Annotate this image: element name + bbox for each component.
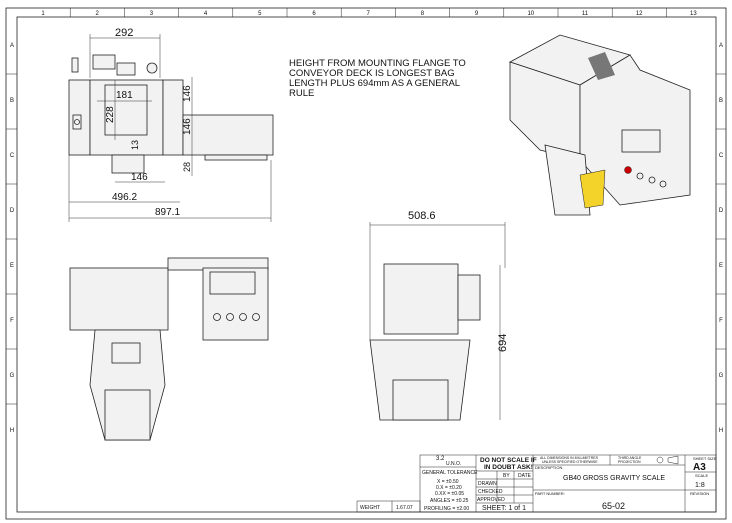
column-label: 12 — [636, 11, 643, 17]
svg-text:DO NOT SCALE IF: DO NOT SCALE IF — [480, 457, 537, 464]
dim-694: 694 — [497, 334, 509, 352]
weight-label: WEIGHT — [360, 505, 380, 511]
svg-text:ALL DIMENSIONS IN MILLIMETRES: ALL DIMENSIONS IN MILLIMETRES — [540, 456, 599, 460]
front-view — [69, 257, 269, 441]
top-view: 292 181 228 13 146 146 28 146 496.2 897.… — [68, 27, 274, 222]
svg-text:PROJECTION: PROJECTION — [618, 460, 641, 464]
row-label: F — [719, 318, 723, 324]
row-label: E — [719, 263, 723, 269]
svg-text:RULE: RULE — [289, 88, 314, 99]
row-label: A — [719, 43, 723, 49]
column-label: 2 — [96, 11, 100, 17]
column-label: 13 — [690, 11, 697, 17]
svg-text:1:8: 1:8 — [695, 482, 705, 489]
svg-text:UNLESS SPECIFIED OTHERWISE: UNLESS SPECIFIED OTHERWISE — [542, 460, 598, 464]
svg-text:SCALE: SCALE — [695, 473, 708, 478]
dim-13: 13 — [130, 140, 140, 150]
row-label: C — [719, 153, 724, 159]
svg-text:U.N.O.: U.N.O. — [446, 461, 461, 467]
window — [104, 84, 148, 136]
row-label: A — [10, 43, 14, 49]
svg-text:IN DOUBT ASK!: IN DOUBT ASK! — [484, 464, 533, 471]
svg-text:APPROVED: APPROVED — [477, 497, 505, 503]
svg-text:PART NUMBER:: PART NUMBER: — [535, 491, 565, 496]
svg-text:SHEET SIZE: SHEET SIZE — [693, 456, 717, 461]
column-label: 9 — [475, 11, 479, 17]
column-label: 3 — [150, 11, 154, 17]
svg-text:HEIGHT FROM MOUNTING FLANGE TO: HEIGHT FROM MOUNTING FLANGE TO — [289, 58, 466, 69]
column-label: 11 — [582, 11, 589, 17]
svg-text:PROFILING = ±2.00: PROFILING = ±2.00 — [424, 506, 469, 512]
column-label: 7 — [367, 11, 371, 17]
svg-text:THIRD ANGLE: THIRD ANGLE — [618, 456, 642, 460]
row-label: H — [10, 428, 14, 434]
title-block: WEIGHT 1.67.07 3.2 U.N.O. GENERAL TOLERA… — [356, 454, 717, 513]
row-label: D — [719, 208, 724, 214]
svg-text:DRAWN: DRAWN — [478, 481, 497, 487]
row-label: B — [10, 98, 14, 104]
dim-508: 508.6 — [408, 210, 436, 222]
column-label: 1 — [41, 11, 45, 17]
column-label: 8 — [421, 11, 425, 17]
svg-text:SHEET: 1 of 1: SHEET: 1 of 1 — [482, 505, 526, 512]
column-label: 6 — [312, 11, 316, 17]
column-label: 10 — [527, 11, 534, 17]
row-label: E — [10, 263, 14, 269]
projection-symbol-icon — [656, 456, 664, 464]
svg-text:CHECKED: CHECKED — [478, 489, 503, 495]
dim-146-upper: 146 — [182, 85, 193, 102]
svg-text:ANGLES = ±0.25: ANGLES = ±0.25 — [430, 498, 469, 504]
dim-28: 28 — [182, 162, 192, 172]
row-label: B — [719, 98, 723, 104]
isometric-view — [508, 34, 691, 216]
dim-228: 228 — [105, 106, 116, 123]
svg-text:GENERAL TOLERANCE: GENERAL TOLERANCE — [422, 470, 478, 476]
svg-text:CONVEYOR DECK IS LONGEST BAG: CONVEYOR DECK IS LONGEST BAG — [289, 68, 455, 79]
row-label: F — [10, 318, 14, 324]
row-label: G — [719, 373, 724, 379]
row-label: D — [10, 208, 15, 214]
svg-text:LENGTH PLUS 694mm AS A GENERAL: LENGTH PLUS 694mm AS A GENERAL — [289, 78, 460, 89]
row-label: C — [10, 153, 15, 159]
svg-text:REVISION: REVISION — [690, 491, 709, 496]
dim-897: 897.1 — [155, 207, 180, 218]
dim-292: 292 — [115, 27, 133, 39]
svg-text:DATE: DATE — [518, 473, 532, 479]
row-label: H — [719, 428, 723, 434]
drawing-description: GB40 GROSS GRAVITY SCALE — [563, 475, 665, 482]
column-label: 4 — [204, 11, 208, 17]
svg-text:BY: BY — [503, 473, 510, 479]
row-label: G — [10, 373, 15, 379]
svg-text:0.XX = ±0.05: 0.XX = ±0.05 — [435, 491, 464, 497]
dim-496: 496.2 — [112, 192, 137, 203]
general-note: HEIGHT FROM MOUNTING FLANGE TO CONVEYOR … — [289, 58, 466, 99]
dim-146-spout: 146 — [131, 172, 148, 183]
svg-text:A3: A3 — [693, 462, 706, 473]
dim-181: 181 — [116, 90, 133, 101]
outer-border — [5, 7, 727, 520]
weight-value: 1.67.07 — [396, 505, 413, 511]
column-label: 5 — [258, 11, 262, 17]
side-view: 508.6 694 — [369, 210, 509, 421]
svg-text:DESCRIPTION: DESCRIPTION — [535, 465, 562, 470]
svg-text:3.2: 3.2 — [436, 456, 445, 462]
dim-146-lower: 146 — [182, 118, 193, 135]
svg-text:0.X = ±0.20: 0.X = ±0.20 — [436, 485, 462, 491]
part-number: 65-02 — [602, 501, 625, 511]
svg-text:X = ±0.50: X = ±0.50 — [437, 479, 459, 485]
